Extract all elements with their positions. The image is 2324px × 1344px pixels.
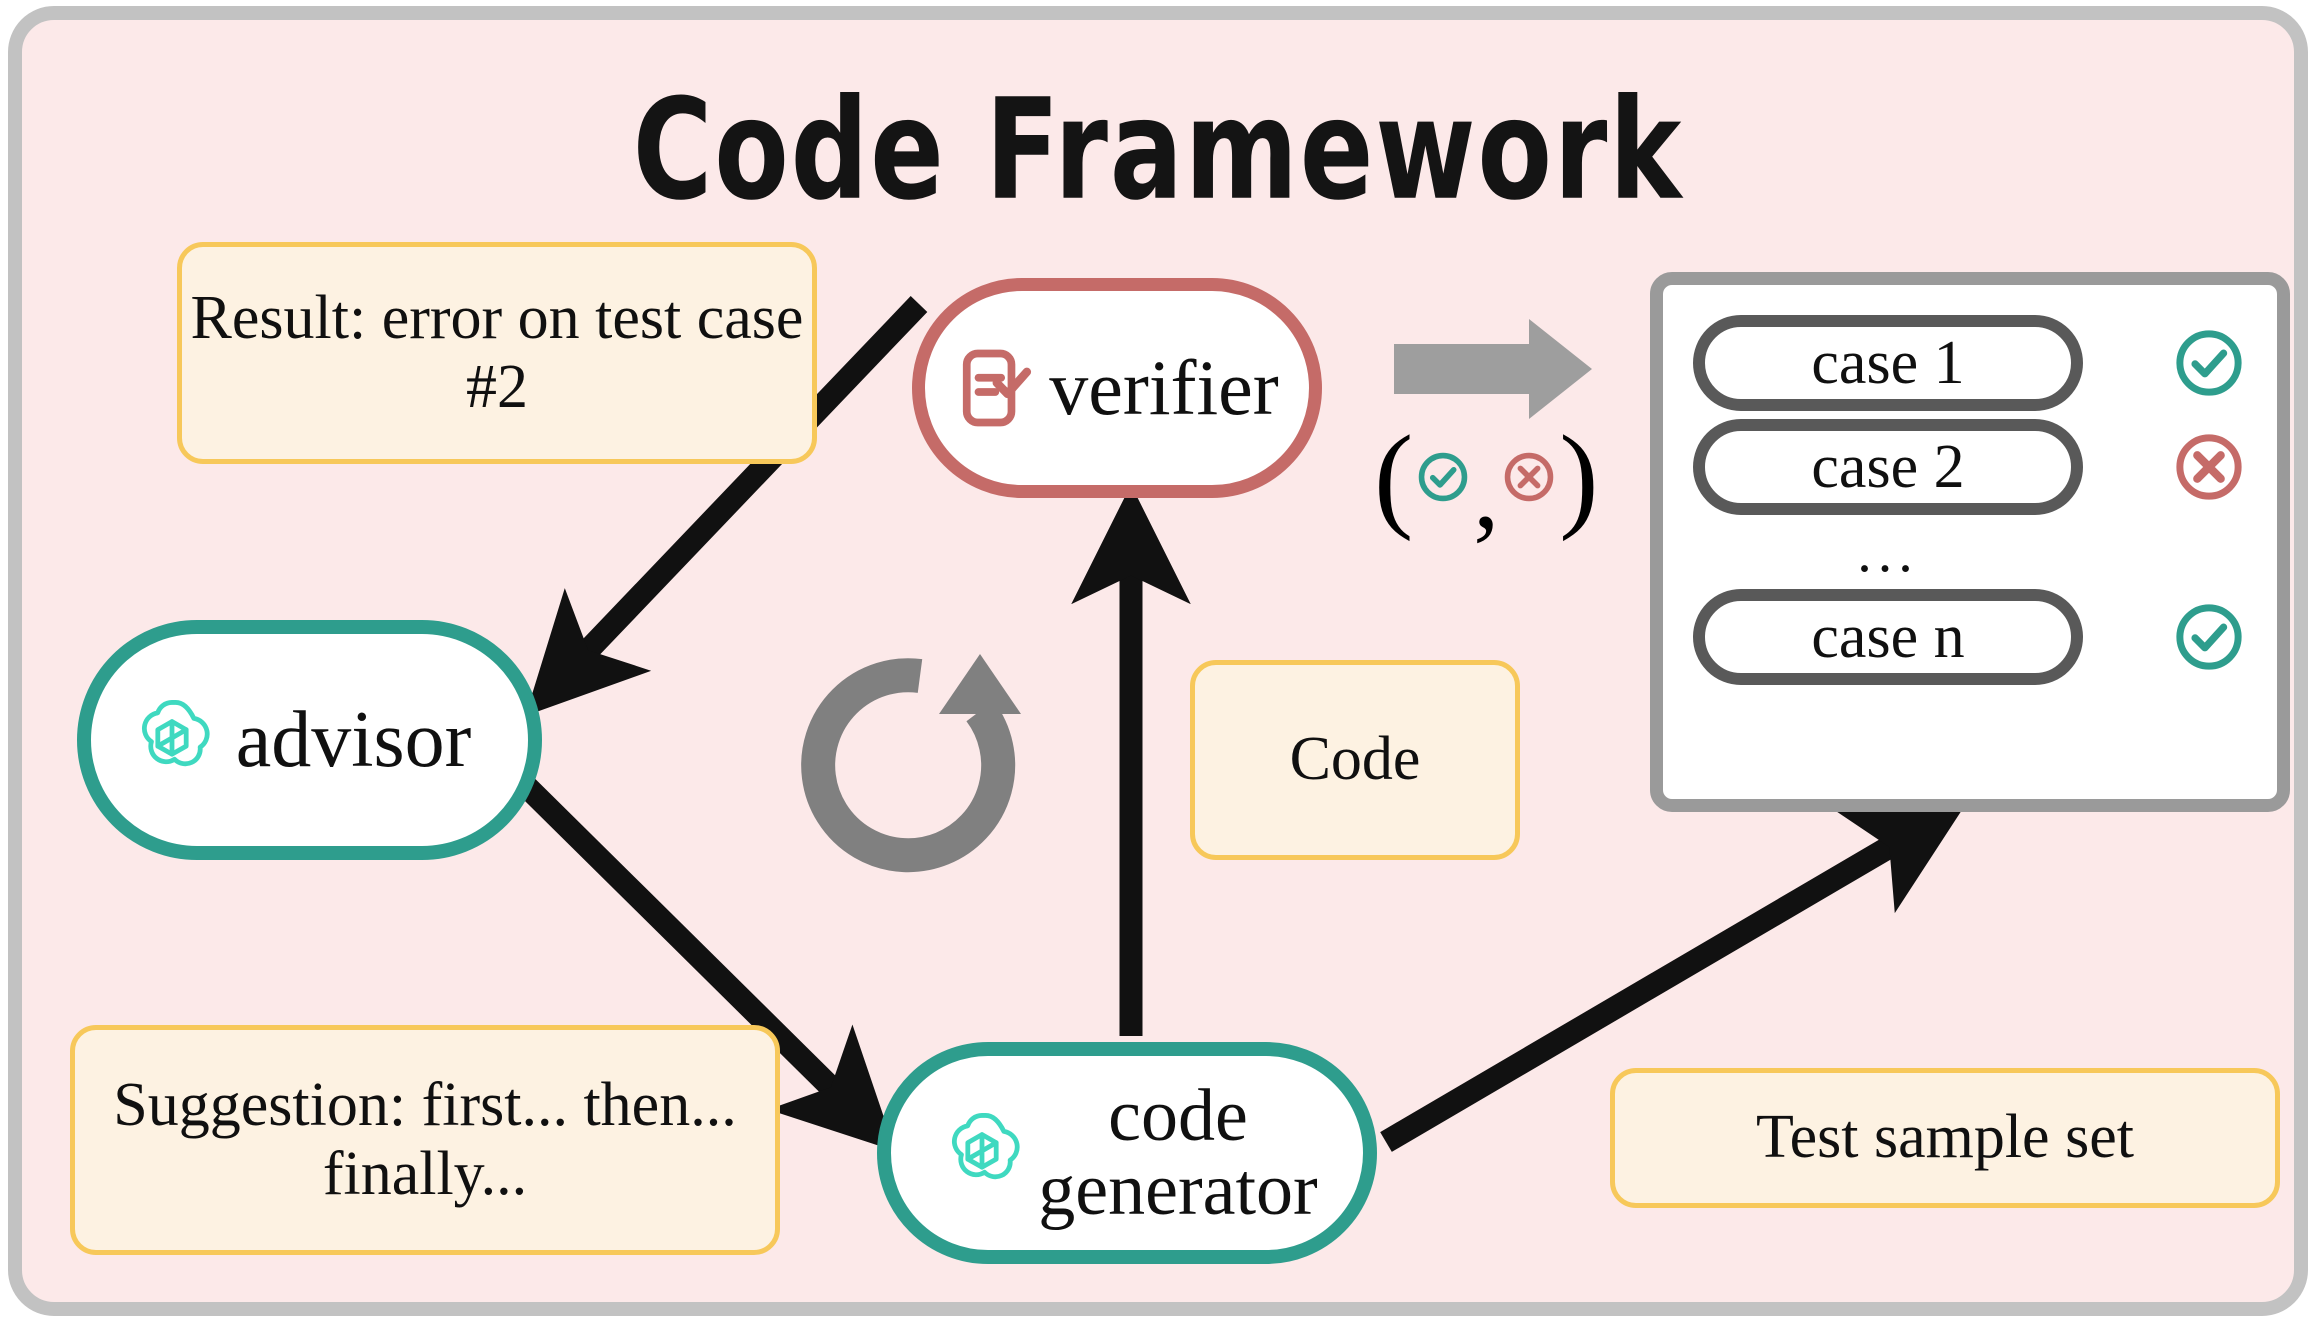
agent-label-verifier: verifier xyxy=(1049,344,1279,431)
diagram-frame: Code Framework Result: error on test cas… xyxy=(8,6,2308,1316)
tuple-open-paren: ( xyxy=(1374,411,1414,542)
check-circle-icon xyxy=(2176,604,2242,670)
agent-node-verifier[interactable]: verifier xyxy=(912,278,1322,498)
openai-logo-icon xyxy=(952,1113,1020,1180)
table-row[interactable]: case n xyxy=(1693,585,2247,689)
note-test-sample-set-text: Test sample set xyxy=(1756,1103,2134,1172)
agent-label-code-generator: code generator xyxy=(1038,1079,1317,1227)
case-pill[interactable]: case n xyxy=(1693,589,2083,685)
check-circle-icon xyxy=(1419,452,1468,502)
check-circle-icon xyxy=(2176,330,2242,396)
agent-label-code-generator-line2: generator xyxy=(1038,1149,1318,1231)
note-result-text: Result: error on test case #2 xyxy=(190,283,804,421)
table-row[interactable]: case 2 xyxy=(1693,415,2247,519)
case-pill[interactable]: case 2 xyxy=(1693,419,2083,515)
note-suggestion-text: Suggestion: first... then... finally... xyxy=(113,1070,737,1208)
case-pill[interactable]: case 1 xyxy=(1693,315,2083,411)
ellipsis-status-placeholder xyxy=(2171,514,2247,590)
x-circle-icon xyxy=(1505,452,1554,502)
note-test-sample-set: Test sample set xyxy=(1610,1068,2280,1208)
page-title: Code Framework xyxy=(632,68,1684,231)
x-circle-icon xyxy=(2176,434,2242,500)
note-code-text: Code xyxy=(1289,725,1421,794)
tuple-close-paren: ) xyxy=(1559,411,1599,542)
agent-node-advisor[interactable]: advisor xyxy=(77,620,542,860)
agent-label-advisor: advisor xyxy=(235,695,472,784)
case-label: case 1 xyxy=(1811,328,1965,397)
table-row[interactable]: case 1 xyxy=(1693,311,2247,415)
ellipsis-label: ... xyxy=(1857,518,1919,584)
case-label: case n xyxy=(1811,602,1965,671)
test-sample-set-panel: case 1 case 2 ... case n xyxy=(1650,272,2290,812)
tuple-comma: , xyxy=(1473,435,1500,550)
note-code: Code xyxy=(1190,660,1520,860)
case-label: case 2 xyxy=(1811,432,1965,501)
result-tuple: ( , ) xyxy=(1374,411,1599,545)
note-result: Result: error on test case #2 xyxy=(177,242,817,464)
openai-logo-icon xyxy=(141,700,210,767)
note-suggestion: Suggestion: first... then... finally... xyxy=(70,1025,780,1255)
agent-node-code-generator[interactable]: code generator xyxy=(877,1042,1377,1264)
table-row-ellipsis: ... xyxy=(1693,519,2247,585)
clipboard-check-icon xyxy=(963,349,1032,427)
agent-label-code-generator-line1: code xyxy=(1108,1075,1248,1157)
